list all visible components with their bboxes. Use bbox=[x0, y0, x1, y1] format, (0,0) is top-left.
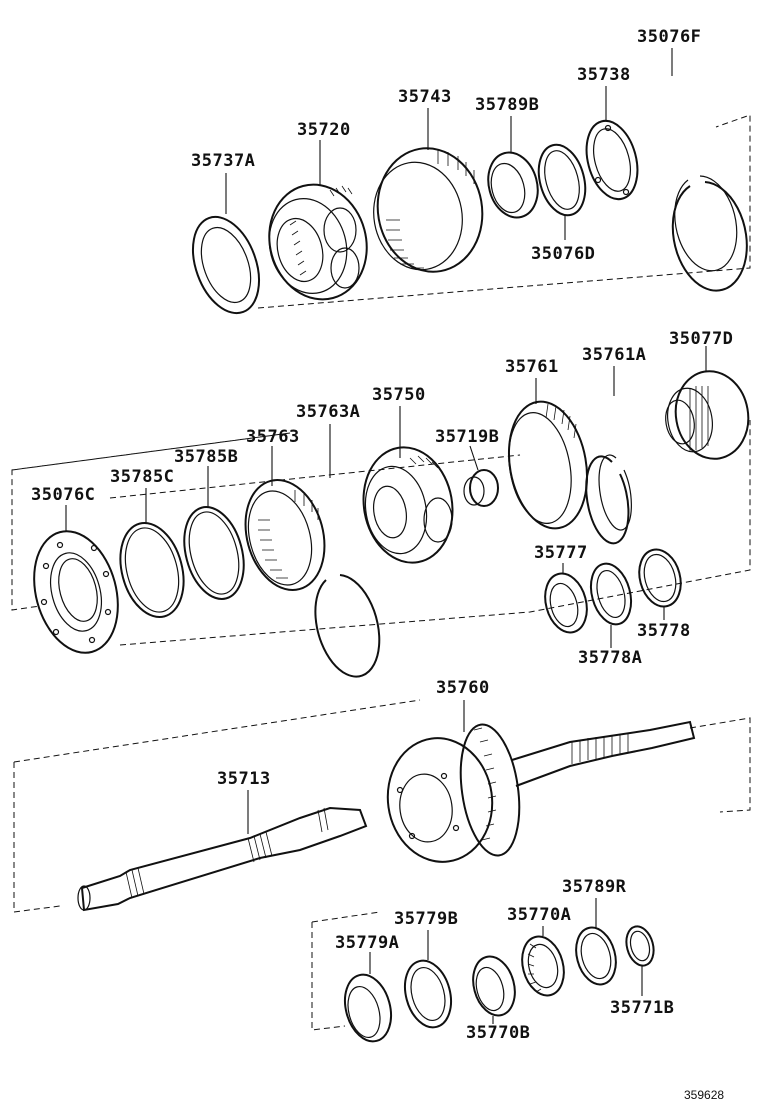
part-35737A-drawing bbox=[192, 173, 260, 315]
part-35761A-drawing bbox=[585, 366, 632, 545]
part-35779A-drawing bbox=[343, 952, 393, 1043]
label-35719B: 35719B bbox=[435, 427, 500, 447]
part-35743-drawing bbox=[373, 108, 484, 273]
label-35713: 35713 bbox=[217, 769, 271, 789]
label-35779A: 35779A bbox=[335, 933, 400, 953]
part-35779B-drawing bbox=[403, 930, 453, 1029]
part-35720-drawing bbox=[268, 140, 368, 301]
part-35770B-drawing bbox=[472, 955, 516, 1024]
part-35750-drawing bbox=[362, 406, 454, 564]
label-35076D: 35076D bbox=[531, 244, 596, 264]
label-35770B: 35770B bbox=[466, 1023, 531, 1043]
part-35076C-drawing bbox=[33, 505, 119, 654]
part-35777-drawing bbox=[544, 563, 588, 634]
label-35777: 35777 bbox=[534, 543, 588, 563]
figure-number: 359628 bbox=[684, 1088, 725, 1102]
part-35763-drawing bbox=[244, 446, 326, 591]
part-35770A-drawing bbox=[521, 926, 565, 997]
label-35738: 35738 bbox=[577, 65, 631, 85]
label-35785B: 35785B bbox=[174, 447, 239, 467]
group-outline-middle-right bbox=[119, 420, 751, 646]
part-35761-drawing bbox=[507, 378, 589, 530]
label-35763: 35763 bbox=[246, 427, 300, 447]
part-35785C-drawing bbox=[119, 488, 185, 619]
part-35771B-drawing bbox=[625, 925, 655, 996]
label-35761A: 35761A bbox=[582, 345, 647, 365]
label-35750: 35750 bbox=[372, 385, 426, 405]
part-35760-drawing bbox=[386, 700, 696, 863]
label-35743: 35743 bbox=[398, 87, 452, 107]
group-outline-bottom bbox=[311, 922, 346, 1031]
part-35763A-drawing bbox=[314, 424, 381, 678]
label-35778: 35778 bbox=[637, 621, 691, 641]
part-35077D-drawing bbox=[665, 346, 750, 460]
group-divider-middle bbox=[109, 454, 521, 499]
part-35785B-drawing bbox=[183, 466, 245, 600]
part-35713-drawing bbox=[77, 790, 368, 912]
label-35761: 35761 bbox=[505, 357, 559, 377]
group-edge-bottom bbox=[311, 911, 381, 923]
group-outline-shaft-right bbox=[689, 717, 751, 813]
label-35778A: 35778A bbox=[578, 648, 643, 668]
label-35771B: 35771B bbox=[610, 998, 675, 1018]
part-35076D-drawing bbox=[537, 143, 587, 240]
label-35779B: 35779B bbox=[394, 909, 459, 929]
label-35737A: 35737A bbox=[191, 151, 256, 171]
part-35789R-drawing bbox=[575, 898, 617, 986]
part-35778A-drawing bbox=[589, 562, 633, 648]
label-35789R: 35789R bbox=[562, 877, 627, 897]
part-35789B-drawing bbox=[487, 116, 539, 219]
part-35076F-drawing bbox=[671, 48, 748, 292]
part-35719B-drawing bbox=[463, 445, 499, 507]
label-35077D: 35077D bbox=[669, 329, 734, 349]
label-35760: 35760 bbox=[436, 678, 490, 698]
group-outline-middle bbox=[11, 432, 291, 611]
label-35720: 35720 bbox=[297, 120, 351, 140]
part-35778-drawing bbox=[638, 548, 682, 620]
group-edge-shaft-top bbox=[13, 699, 421, 763]
label-35076F: 35076F bbox=[637, 27, 702, 47]
label-35076C: 35076C bbox=[31, 485, 96, 505]
group-outline-top bbox=[257, 114, 751, 309]
label-35770A: 35770A bbox=[507, 905, 572, 925]
label-35785C: 35785C bbox=[110, 467, 175, 487]
group-outline-shaft bbox=[13, 762, 61, 913]
label-35789B: 35789B bbox=[475, 95, 540, 115]
label-35763A: 35763A bbox=[296, 402, 361, 422]
part-35738-drawing bbox=[585, 86, 639, 201]
